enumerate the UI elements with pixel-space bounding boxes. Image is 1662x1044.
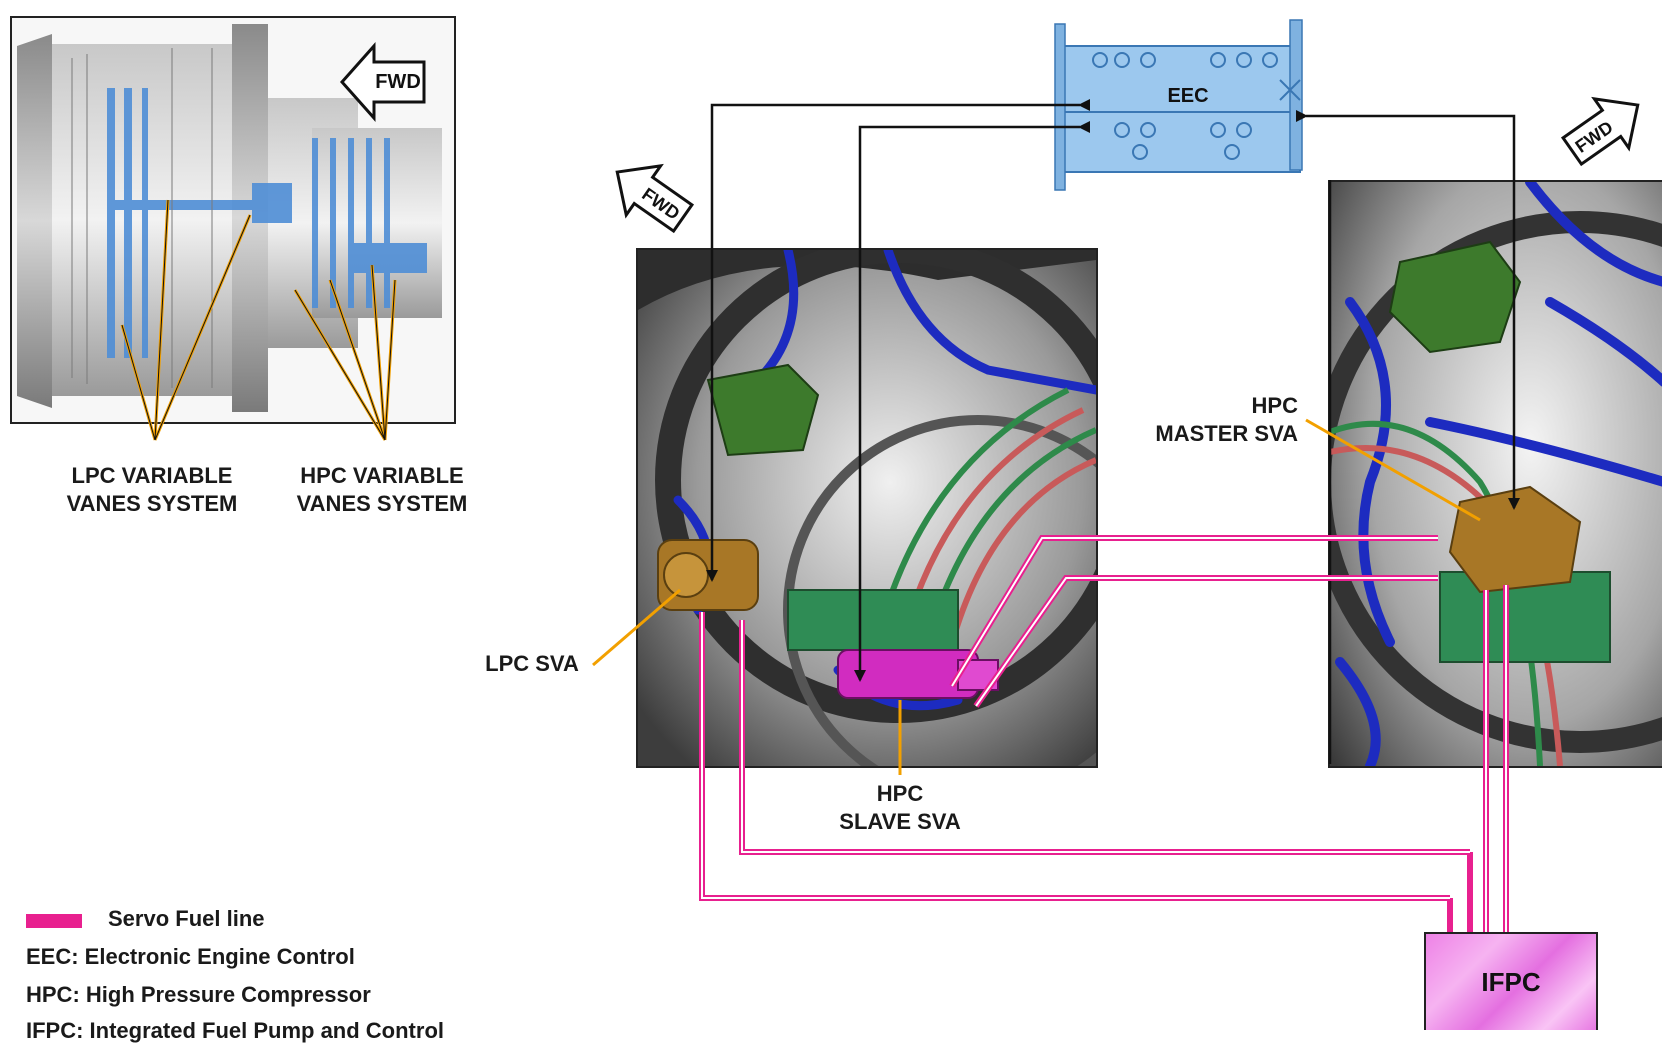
eec-unit: EEC — [1055, 20, 1302, 190]
legend-ifpc: IFPC: Integrated Fuel Pump and Control — [26, 1018, 444, 1044]
legend-eec: EEC: Electronic Engine Control — [26, 944, 355, 970]
hpc-master-sva-label: HPC MASTER SVA — [1120, 392, 1298, 448]
eec-to-hpc-master-line — [1306, 116, 1514, 508]
ifpc-unit: IFPC — [1424, 932, 1598, 1030]
hpc-master-line2: MASTER SVA — [1120, 420, 1298, 448]
hpc-slave-sva-label: HPC SLAVE SVA — [820, 780, 980, 836]
hpc-slave-line1: HPC — [820, 780, 980, 808]
legend-hpc: HPC: High Pressure Compressor — [26, 982, 371, 1008]
hpc-master-line1: HPC — [1120, 392, 1298, 420]
fwd-arrow-right-icon: FWD — [1555, 80, 1655, 175]
hpc-variable-vanes-label: HPC VARIABLE VANES SYSTEM — [282, 462, 482, 518]
fwd-arrow-left-icon: FWD — [600, 147, 700, 242]
eec-to-lpc-sva-line — [712, 105, 1080, 580]
hpc-master-leader — [1306, 420, 1480, 520]
ifpc-label: IFPC — [1481, 967, 1540, 998]
servo-fuel-legend-swatch — [26, 914, 82, 928]
lpc-variable-vanes-label: LPC VARIABLE VANES SYSTEM — [52, 462, 252, 518]
lpc-sva-leader — [593, 590, 680, 665]
lpc-sva-label: LPC SVA — [474, 650, 590, 678]
legend-servo-fuel-line: Servo Fuel line — [108, 906, 265, 932]
hpc-variable-vanes-line1: HPC VARIABLE — [282, 462, 482, 490]
servo-fuel-lines — [702, 538, 1506, 932]
lpc-variable-vanes-line1: LPC VARIABLE — [52, 462, 252, 490]
lpc-variable-vanes-line2: VANES SYSTEM — [52, 490, 252, 518]
hpc-variable-vanes-line2: VANES SYSTEM — [282, 490, 482, 518]
eec-to-hpc-slave-line — [860, 127, 1080, 680]
eec-label: EEC — [1167, 85, 1208, 107]
hpc-slave-line2: SLAVE SVA — [820, 808, 980, 836]
